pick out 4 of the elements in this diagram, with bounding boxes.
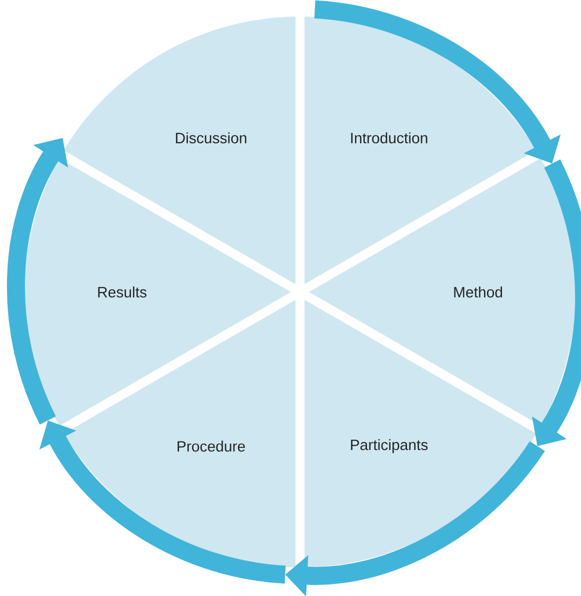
node-label: Participants [351, 439, 428, 454]
node-label: Method [454, 286, 502, 298]
node-label: Introduction [351, 132, 428, 144]
node-label: Procedure [178, 440, 245, 452]
